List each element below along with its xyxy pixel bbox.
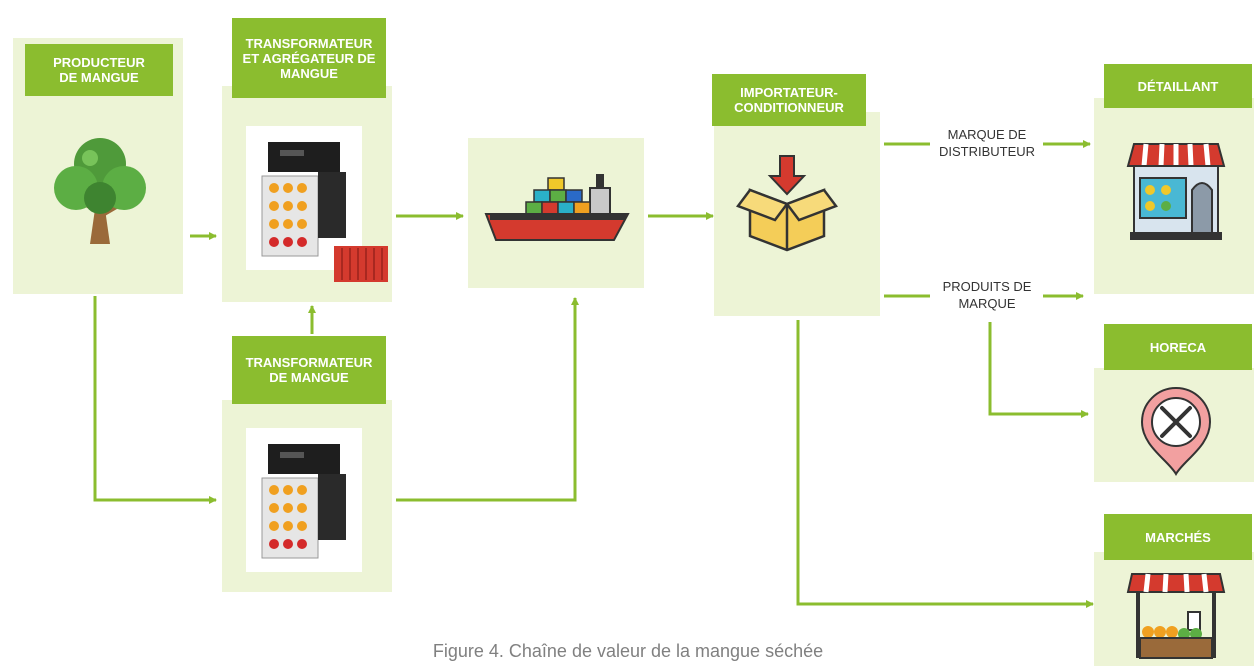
cargo-ship-icon (484, 174, 630, 241)
agregateur-label: TRANSFORMATEUR ET AGRÉGATEUR DE MANGUE (232, 18, 386, 98)
horeca-label: HORECA (1104, 324, 1252, 370)
arrow-importateur-to-marches (796, 320, 1094, 608)
box-icon (736, 155, 838, 252)
flow-label-produits-marque: PRODUITS DE MARQUE (942, 279, 1032, 311)
arrow-producteur-to-transformateur (93, 296, 217, 504)
dehydrator-icon (261, 444, 346, 559)
shipping-container-icon (334, 246, 388, 282)
market-stall-icon (1126, 573, 1226, 659)
tree-icon (54, 138, 146, 244)
producteur-label: PRODUCTEUR DE MANGUE (25, 44, 173, 96)
dehydrator-icon (261, 142, 346, 257)
transformateur-image-card (246, 428, 362, 572)
flow-label-marque-distributeur: MARQUE DE DISTRIBUTEUR (938, 127, 1036, 159)
restaurant-icon (1140, 387, 1212, 476)
shop-icon (1126, 143, 1226, 240)
arrow-transformateur-to-ship (396, 297, 579, 502)
importateur-label: IMPORTATEUR- CONDITIONNEUR (712, 74, 866, 126)
detaillant-label: DÉTAILLANT (1104, 64, 1252, 108)
transformateur-label: TRANSFORMATEUR DE MANGUE (232, 336, 386, 404)
arrow-to-horeca (988, 322, 1089, 418)
marches-label: MARCHÉS (1104, 514, 1252, 560)
figure-caption: Figure 4. Chaîne de valeur de la mangue … (432, 641, 824, 661)
